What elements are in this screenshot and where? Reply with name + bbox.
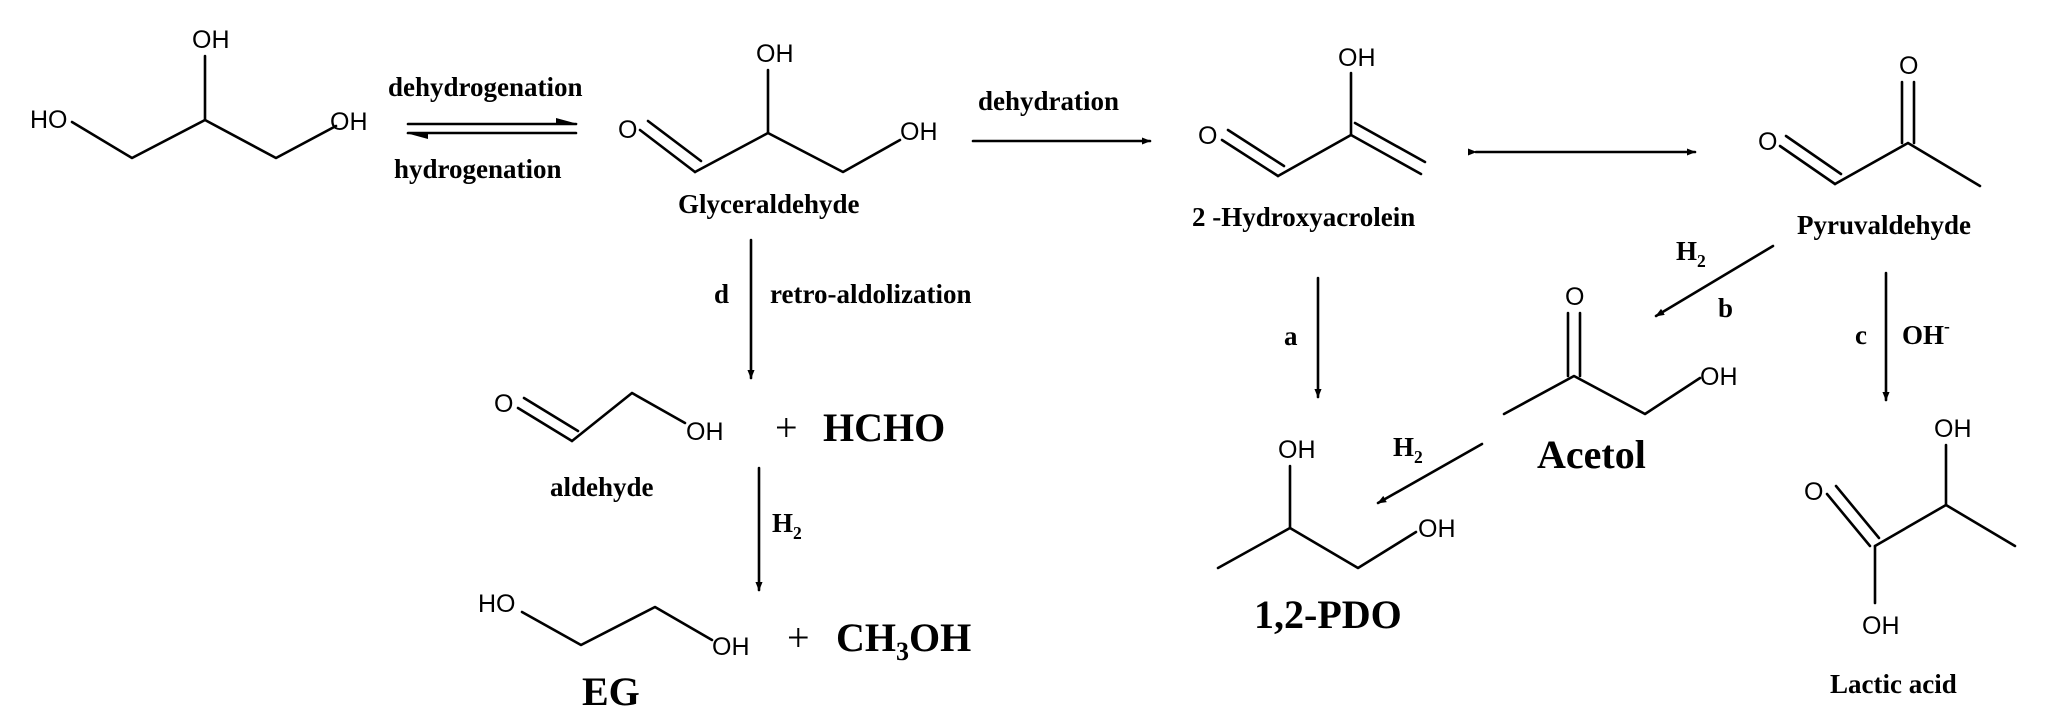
plus-sign-methanol: + [787,615,810,660]
pyruvaldehyde-o-top: O [1899,52,1918,80]
glycolaldehyde-o: O [494,390,513,418]
oh-minus-label: OH- [1902,316,1950,350]
h2-letter: H [1393,432,1414,462]
lactic-o: O [1804,478,1823,506]
ethylene-glycol-structure: HO OH [478,590,750,661]
hydroxyacrolein-label: 2 -Hydroxyacrolein [1192,202,1415,232]
hydroxyacrolein-oh: OH [1338,44,1376,72]
lactic-backbone [1873,503,2017,548]
h2-letter: H [772,508,793,538]
retro-aldolization-label: retro-aldolization [770,279,971,309]
glyceraldehyde-label: Glyceraldehyde [678,189,859,219]
h2-label-eg: H2 [772,508,802,543]
pdo-label: 1,2-PDO [1254,592,1402,637]
glyceraldehyde-oh-right: OH [900,118,938,146]
acetol-label: Acetol [1537,432,1646,477]
dehydration-label: dehydration [978,86,1119,116]
hydrogenation-label: hydrogenation [394,154,562,184]
route-b-label: b [1718,293,1733,323]
propanediol-structure: OH OH [1216,436,1456,570]
pdo-oh-top: OH [1278,436,1316,464]
h2-label-pdo: H2 [1393,432,1423,467]
glycerol-oh-top: OH [192,26,230,54]
eg-oh: OH [712,633,750,661]
acetol-oh: OH [1700,363,1738,391]
aldehyde-label: aldehyde [550,472,654,502]
eg-backbone [520,605,714,647]
equilibrium-arrow [406,118,578,139]
oh-minus-base: OH [1902,320,1944,350]
hydroxyacrolein-o: O [1198,122,1217,150]
pyruvaldehyde-co-bond-2 [1784,134,1843,176]
hydroxyacrolein-cc-bond [1276,133,1353,178]
lactic-co-bond-2 [1834,484,1881,540]
glyceraldehyde-co-bond-1 [638,128,697,174]
hydroxyacrolein-ch2-bond-1 [1349,133,1423,176]
h2-subscript: 2 [793,523,802,543]
route-b-arrow [1654,244,1775,318]
lactic-oh-top: OH [1934,415,1972,443]
lactic-acid-structure: O OH OH [1804,415,2017,640]
glycerol-structure: HO OH OH [30,26,368,160]
lactic-acid-label: Lactic acid [1830,669,1957,699]
pyruvaldehyde-o-left: O [1758,128,1777,156]
plus-sign-hcho: + [775,405,798,450]
route-d-label: d [714,279,729,309]
glycerol-ho-left: HO [30,106,68,134]
glycerol-oh-right: OH [330,108,368,136]
dehydrogenation-label: dehydrogenation [388,72,583,102]
lactic-oh-bottom: OH [1862,612,1900,640]
pyruvaldehyde-label: Pyruvaldehyde [1797,210,1971,240]
route-c-label: c [1855,320,1867,350]
methanol-part-a: CH [836,615,896,660]
lactic-co-bond-1 [1825,492,1872,548]
pyruvaldehyde-co-bond-1 [1778,144,1837,186]
h2-subscript: 2 [1414,447,1423,467]
h2-letter: H [1676,236,1697,266]
glycolaldehyde-structure: O OH [494,390,724,446]
acetol-structure: O OH [1502,283,1738,416]
methanol-label: CH3OH [836,615,971,666]
acetol-o: O [1565,283,1584,311]
h2-arrow-pdo [1376,442,1484,505]
hydroxyacrolein-structure: O OH [1198,44,1427,178]
h2-subscript: 2 [1697,251,1706,271]
methanol-subscript: 3 [896,637,909,666]
h2-label-acetol: H2 [1676,236,1706,271]
pyruvaldehyde-structure: O O [1758,52,1982,188]
glyceraldehyde-oh-top: OH [756,40,794,68]
glycolaldehyde-co-bond-1 [516,406,574,443]
oh-minus-superscript: - [1944,316,1950,336]
glyceraldehyde-o: O [618,116,637,144]
glycolaldehyde-backbone [570,391,687,443]
forward-half-head [556,118,578,124]
glycerol-backbone [70,118,338,160]
hydroxyacrolein-co-bond-1 [1220,138,1280,178]
methanol-part-b: OH [909,615,971,660]
hydroxyacrolein-co-bond-2 [1226,128,1286,168]
acetol-backbone [1502,374,1702,416]
route-a-label: a [1284,321,1298,351]
reverse-half-head [406,133,428,139]
eg-ho: HO [478,590,516,618]
glyceraldehyde-structure: O OH OH [618,40,938,174]
hydroxyacrolein-ch2-bond-2 [1353,121,1427,164]
glycolaldehyde-oh: OH [686,418,724,446]
hcho-label: HCHO [823,405,945,450]
pyruvaldehyde-backbone [1833,141,1982,188]
pdo-backbone [1216,526,1418,570]
glyceraldehyde-co-bond-2 [646,119,703,163]
glycolaldehyde-co-bond-2 [522,396,580,433]
pdo-oh-right: OH [1418,515,1456,543]
glyceraldehyde-backbone [693,131,902,174]
eg-label: EG [582,669,640,714]
